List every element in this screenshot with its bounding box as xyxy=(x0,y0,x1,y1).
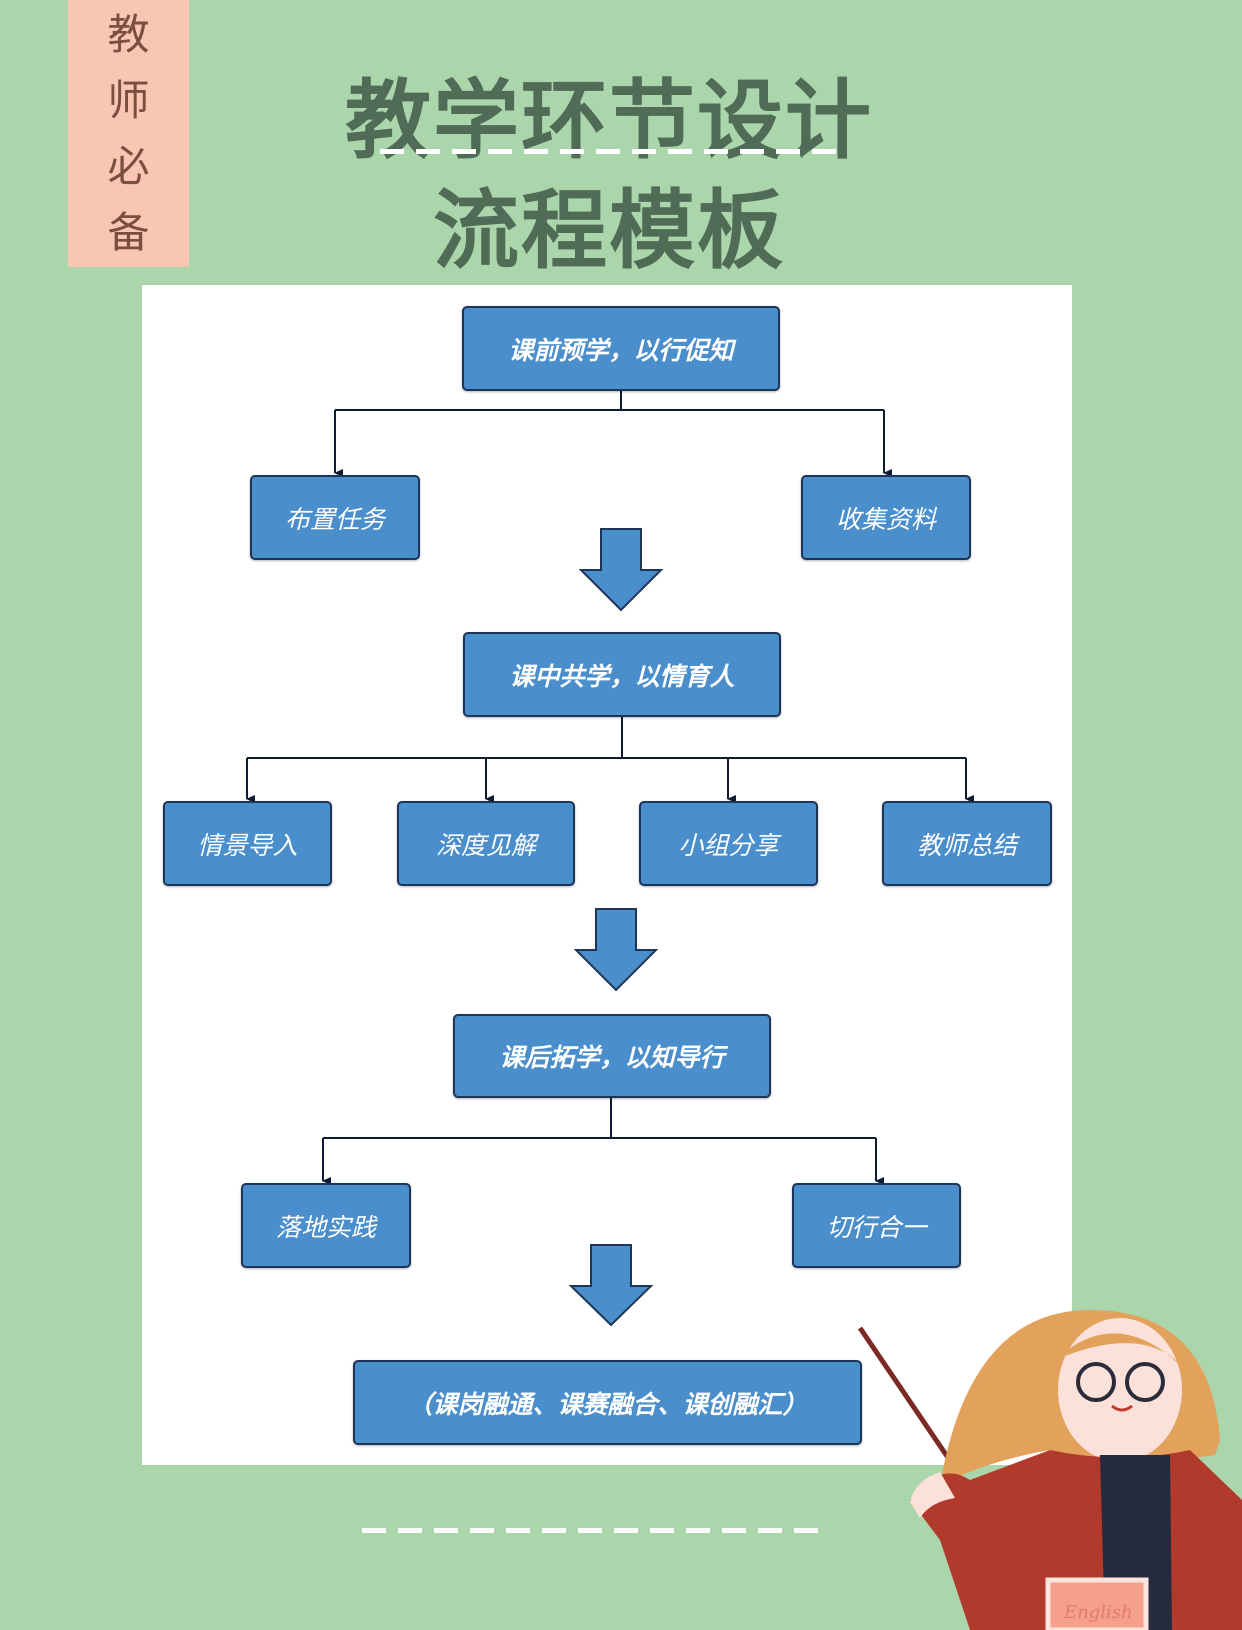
connector xyxy=(322,1097,877,1181)
stage2-box: 课中共学，以情育人 xyxy=(463,632,781,717)
step-box: 布置任务 xyxy=(250,475,420,560)
book-text: English xyxy=(1063,1602,1133,1623)
tag-char: 必 xyxy=(107,141,150,191)
stage1-box: 课前预学，以行促知 xyxy=(462,306,780,391)
bottom-divider xyxy=(362,1528,830,1533)
connector xyxy=(334,390,884,473)
connector xyxy=(246,716,967,799)
step-box: 教师总结 xyxy=(882,801,1052,886)
title-divider xyxy=(380,149,846,154)
page-title: 教学环节设计 xyxy=(345,71,873,171)
down-arrow-icon xyxy=(568,1244,654,1327)
down-arrow-icon xyxy=(578,528,664,612)
step-box: 深度见解 xyxy=(397,801,575,886)
tag-char: 备 xyxy=(107,207,150,257)
final-box: （课岗融通、课赛融合、课创融汇） xyxy=(353,1360,862,1445)
page-subtitle: 流程模板 xyxy=(433,181,785,281)
step-box: 落地实践 xyxy=(241,1183,411,1268)
teacher-illustration: English xyxy=(857,1310,1242,1630)
tag-char: 师 xyxy=(107,75,150,125)
stage3-box: 课后拓学，以知导行 xyxy=(453,1014,771,1098)
down-arrow-icon xyxy=(573,908,659,992)
step-box: 情景导入 xyxy=(163,801,332,886)
step-box: 收集资料 xyxy=(801,475,971,560)
step-box: 切行合一 xyxy=(792,1183,961,1268)
tag-char: 教 xyxy=(107,9,150,59)
teacher-essential-tag: 教 师 必 备 xyxy=(68,0,189,267)
step-box: 小组分享 xyxy=(639,801,818,886)
